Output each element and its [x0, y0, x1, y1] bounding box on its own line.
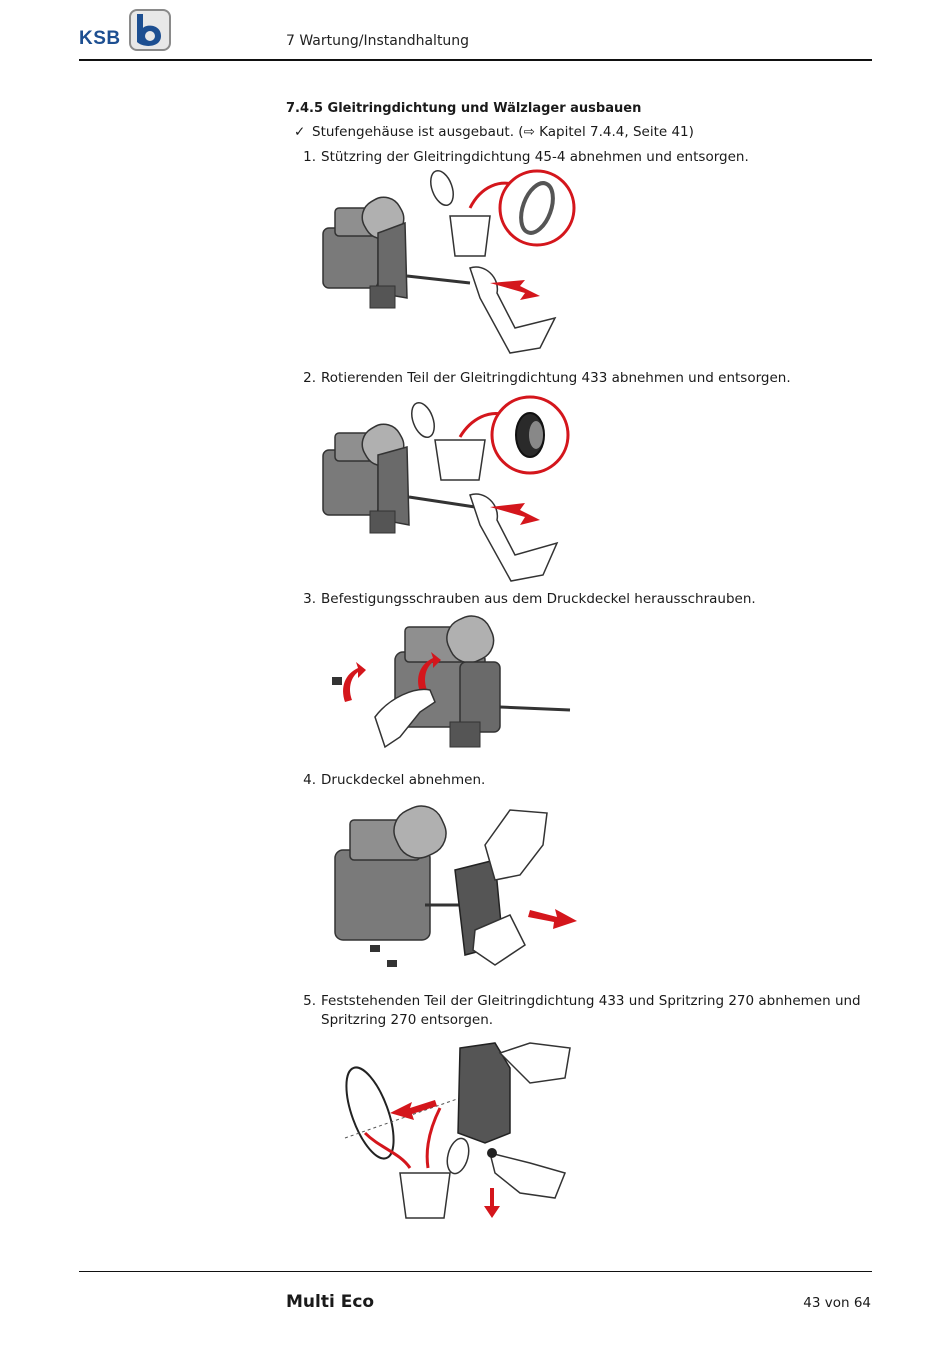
logo-text: KSB	[79, 28, 121, 49]
step-text: Stützring der Gleitringdichtung 45-4 abn…	[321, 149, 749, 165]
figure-remove-rotating-seal	[322, 395, 570, 582]
header-rule	[79, 59, 872, 61]
waste-bin-icon	[411, 401, 486, 481]
rotate-arrow-icon	[343, 662, 366, 702]
motor-illustration	[322, 196, 471, 309]
figure-unscrew-bolts	[332, 615, 571, 749]
step-text: Befestigungsschrauben aus dem Druckdecke…	[321, 591, 756, 607]
hand-icon	[472, 914, 526, 966]
page-number: 43 von 64	[803, 1295, 871, 1311]
hand-icon	[484, 809, 548, 881]
precondition-text: Stufengehäuse ist ausgebaut. (⇨ Kapitel …	[312, 124, 694, 140]
chapter-heading: 7 Wartung/Instandhaltung	[286, 33, 470, 49]
o-ring-icon	[345, 1066, 395, 1160]
red-arrow-icon	[490, 280, 540, 300]
rotate-arrow-icon	[418, 652, 441, 692]
step-number: 3.	[303, 591, 316, 607]
hand-icon	[488, 1151, 567, 1199]
motor-illustration	[322, 423, 476, 534]
step-number: 2.	[303, 370, 316, 386]
step-text: Rotierenden Teil der Gleitringdichtung 4…	[321, 370, 791, 386]
bolt-icon	[387, 960, 397, 967]
ksb-logo: KSB	[79, 8, 175, 52]
section-title: 7.4.5 Gleitringdichtung und Wälzlager au…	[286, 101, 642, 116]
figure-remove-support-ring	[322, 169, 576, 354]
splash-ring-icon	[487, 1148, 497, 1158]
hand-icon	[469, 266, 557, 354]
step-number: 1.	[303, 149, 316, 165]
red-arrow-icon	[490, 503, 540, 525]
step-number: 4.	[303, 772, 316, 788]
product-name: Multi Eco	[286, 1292, 375, 1312]
step-2: 2. Rotierenden Teil der Gleitringdichtun…	[298, 369, 868, 388]
bolt-icon	[370, 945, 380, 952]
hand-icon	[374, 688, 436, 749]
check-icon: ✓	[294, 124, 306, 140]
hand-icon	[469, 493, 559, 582]
red-arrow-icon	[363, 1131, 412, 1169]
red-arrow-icon	[528, 909, 577, 929]
step-3: 3. Befestigungsschrauben aus dem Druckde…	[298, 590, 868, 609]
ksb-logo-mark-icon	[129, 9, 171, 51]
precondition: ✓ Stufengehäuse ist ausgebaut. (⇨ Kapitel…	[294, 124, 694, 140]
detail-circle	[498, 169, 576, 247]
hand-icon	[498, 1042, 571, 1084]
figure-remove-pressure-cover	[334, 805, 577, 967]
step-1: 1. Stützring der Gleitringdichtung 45-4 …	[298, 148, 868, 167]
step-4: 4. Druckdeckel abnehmen.	[298, 771, 868, 790]
waste-bin-icon	[399, 1137, 470, 1219]
motor-illustration	[334, 805, 460, 941]
support-ring-icon	[519, 181, 555, 235]
footer-rule	[79, 1271, 872, 1272]
step-text: Druckdeckel abnehmen.	[321, 772, 486, 788]
waste-bin-icon	[430, 169, 491, 257]
down-arrow-icon	[484, 1188, 500, 1218]
pressure-cover	[457, 1042, 511, 1144]
step-number: 5.	[303, 993, 316, 1009]
bolt-icon	[332, 677, 342, 685]
step-5: 5. Feststehenden Teil der Gleitringdicht…	[298, 992, 868, 1030]
figure-remove-stationary-seal	[344, 1042, 571, 1219]
red-arrow-icon	[390, 1100, 437, 1120]
red-arrow-icon	[425, 1107, 442, 1169]
step-text: Feststehenden Teil der Gleitringdichtung…	[321, 993, 861, 1028]
